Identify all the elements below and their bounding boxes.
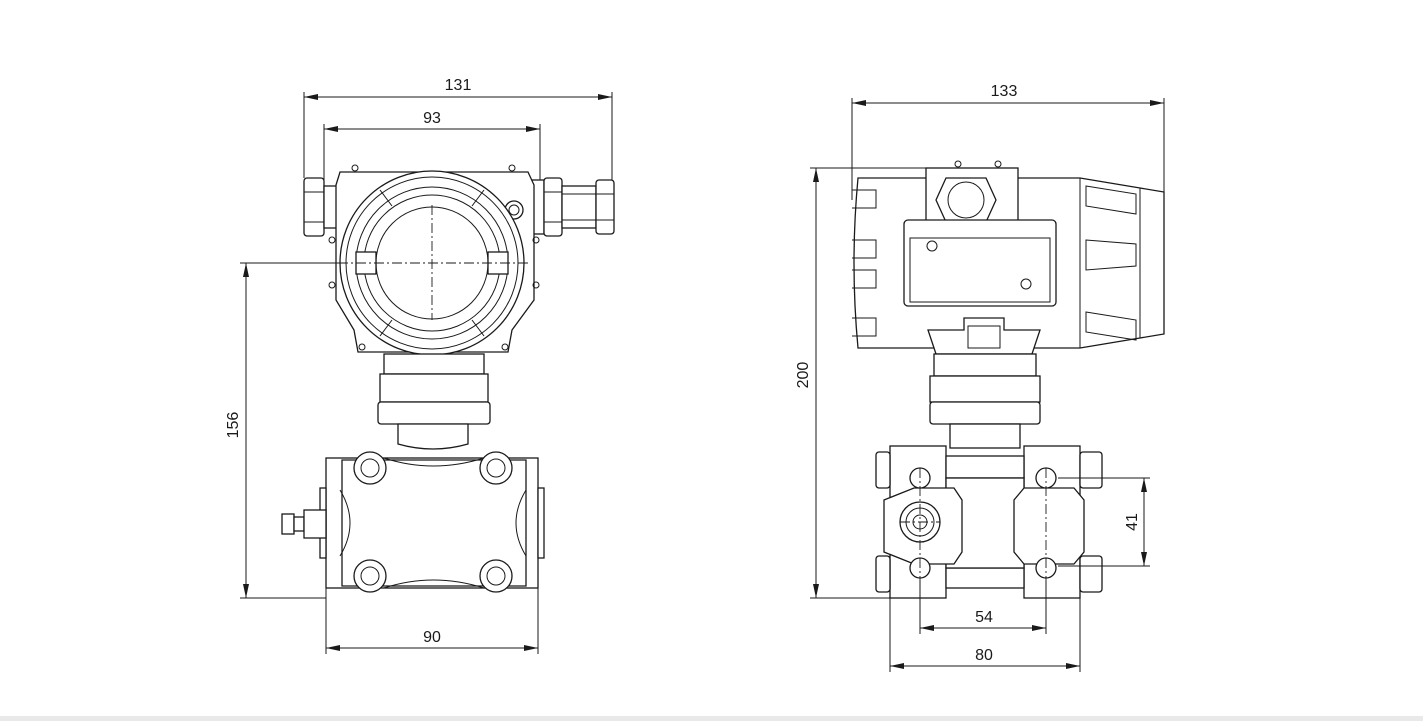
side-overall-width-label: 133: [991, 83, 1018, 100]
dim-54: [919, 580, 1047, 634]
left-cable-gland: [303, 177, 339, 237]
sensor-neck: [377, 353, 491, 450]
front-housing-width-label: 93: [423, 110, 441, 127]
side-height-label: 200: [795, 362, 812, 389]
bottom-band: [0, 716, 1423, 721]
vent-valve: [281, 509, 327, 539]
process-flange: [319, 451, 545, 593]
side-bolt-horizontal-label: 54: [975, 609, 993, 626]
dim-133: [851, 98, 1165, 200]
side-bolt-vertical-label: 41: [1124, 513, 1141, 531]
dim-156: [240, 262, 340, 599]
dim-93: [323, 124, 541, 186]
dim-41: [1058, 477, 1150, 567]
side-flange: [875, 445, 1103, 599]
side-housing: [852, 160, 1165, 355]
dim-200: [810, 167, 926, 599]
side-flange-width-label: 80: [975, 647, 993, 664]
side-sensor-neck: [929, 353, 1041, 449]
front-height-label: 156: [225, 412, 242, 439]
right-cable-gland: [529, 177, 615, 237]
side-view: 133 200 41 54: [795, 83, 1165, 672]
dim-131: [303, 92, 613, 180]
front-flange-width-label: 90: [423, 629, 441, 646]
dim-80: [889, 598, 1081, 672]
front-view: 131 93 156 90: [225, 77, 615, 654]
dim-90: [325, 588, 539, 654]
front-overall-width-label: 131: [445, 77, 472, 94]
